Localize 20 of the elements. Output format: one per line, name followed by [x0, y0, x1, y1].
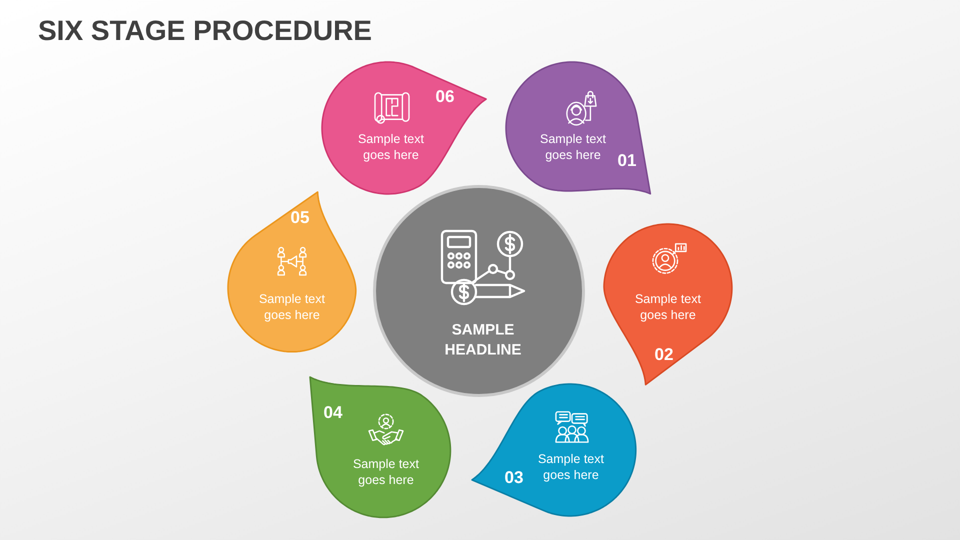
teardrop-shape — [506, 62, 650, 194]
teardrop-shape — [604, 224, 732, 385]
teardrop-shape — [310, 376, 450, 517]
title: SIX STAGE PROCEDURE — [38, 15, 372, 48]
step-number: 02 — [654, 344, 674, 366]
teardrop-shape — [322, 62, 486, 194]
body-text: Sample text goes here — [634, 290, 702, 324]
body-text: Sample text goes here — [356, 130, 425, 164]
body-text: Sample text goes here — [352, 456, 420, 488]
step-number: 04 — [322, 402, 343, 424]
headline-text: SAMPLE HEADLINE — [444, 320, 522, 360]
body-text: Sample text goes here — [539, 130, 607, 164]
teardrop-shape — [472, 384, 636, 516]
step-number: 06 — [434, 86, 455, 108]
step-number: 01 — [617, 150, 637, 172]
teardrop-shape — [228, 192, 356, 352]
body-text: Sample text goes here — [258, 290, 326, 324]
step-number: 03 — [504, 466, 524, 489]
step-number: 05 — [290, 206, 310, 229]
body-text: Sample text goes here — [536, 450, 605, 484]
